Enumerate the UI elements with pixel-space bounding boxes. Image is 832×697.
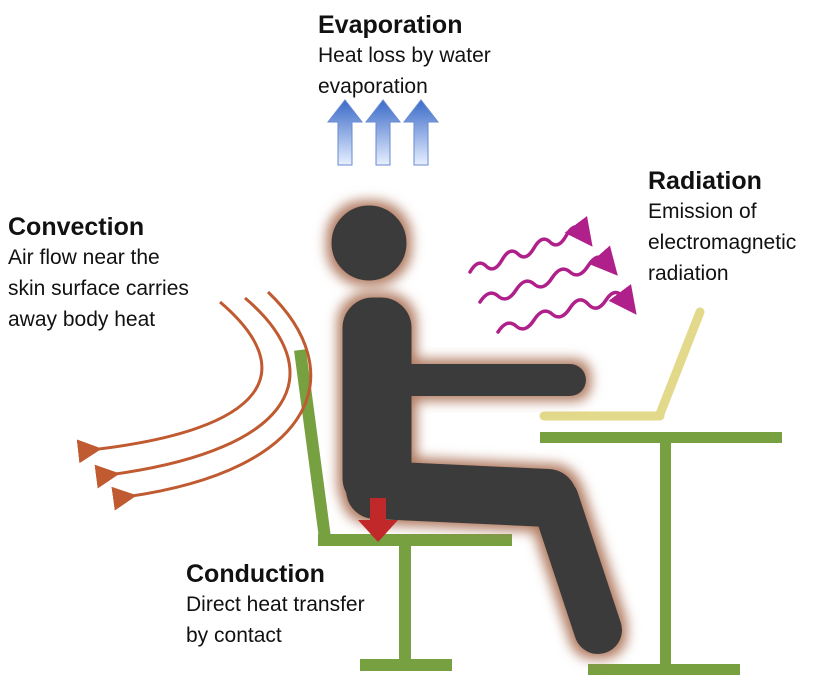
table [540,432,782,675]
evaporation-label: Evaporation Heat loss by water evaporati… [318,10,491,102]
radiation-line: electromagnetic [648,231,797,254]
radiation-title: Radiation [648,167,762,195]
evaporation-line: evaporation [318,75,428,98]
chair [294,349,512,671]
convection-line: away body heat [8,308,156,331]
conduction-title: Conduction [186,560,325,588]
radiation-waves [468,215,637,334]
radiation-line: Emission of [648,200,757,223]
evaporation-line: Heat loss by water [318,44,491,67]
conduction-line: by contact [186,624,282,647]
conduction-arrow [358,498,398,542]
laptop [539,307,705,421]
conduction-line: Direct heat transfer [186,593,365,616]
convection-arrows [76,290,313,511]
evaporation-arrows [326,99,440,166]
convection-title: Convection [8,213,145,241]
convection-line: skin surface carries [8,277,189,300]
radiation-label: Radiation Emission of electromagnetic ra… [648,166,796,289]
conduction-label: Conduction Direct heat transfer by conta… [186,559,365,651]
convection-label: Convection Air flow near the skin surfac… [8,212,189,335]
radiation-line: radiation [648,262,729,285]
evaporation-title: Evaporation [318,11,463,39]
person [331,205,622,654]
convection-line: Air flow near the [8,246,160,269]
